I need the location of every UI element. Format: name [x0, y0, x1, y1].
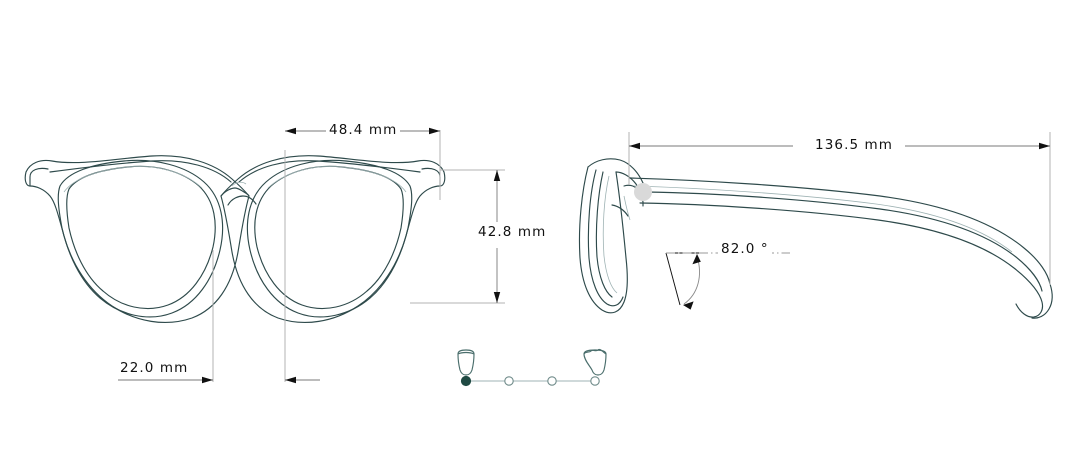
arrow-lens-height-top — [493, 170, 501, 181]
front-bridge-inner — [227, 195, 257, 206]
bridge-wide-icon — [583, 349, 607, 376]
front-endpiece-right — [421, 167, 441, 187]
angle-arc — [683, 255, 700, 305]
bridge-narrow-icon — [457, 349, 475, 376]
side-temple-inner-line — [645, 191, 1043, 292]
arrow-lens-width-left — [285, 127, 296, 135]
bridge-option-4-dot[interactable] — [590, 376, 600, 386]
front-bridge — [220, 187, 250, 197]
bridge-option-1-dot[interactable] — [460, 375, 472, 387]
arrow-angle-top — [692, 254, 701, 265]
side-view-highlight-lines — [602, 175, 1013, 294]
front-frame-outer-right — [220, 155, 446, 323]
bridge-selector-icons — [457, 348, 607, 376]
front-brow-line — [49, 160, 232, 183]
dim-label-temple-angle: 82.0 ° — [718, 242, 772, 257]
front-lens-rim-right — [246, 159, 413, 318]
front-lens-rim-left — [57, 159, 224, 318]
side-view-frame — [578, 158, 1053, 319]
side-top-front-edge — [587, 158, 644, 184]
side-lens-rim-outer — [578, 166, 628, 314]
side-dimension-lines — [628, 132, 1051, 285]
front-brow-line-right — [238, 160, 421, 183]
arrow-lens-height-bottom — [493, 292, 501, 303]
bridge-narrow-icon-top — [457, 351, 475, 355]
front-endpiece-left — [29, 167, 49, 187]
arrow-temple-left — [629, 142, 640, 150]
side-temple-bottom — [639, 202, 1044, 318]
dim-label-lens-width: 48.4 mm — [326, 123, 401, 138]
front-frame-outer-left — [24, 155, 250, 323]
side-hinge-dot — [634, 183, 652, 201]
dim-label-temple-length: 136.5 mm — [812, 138, 897, 153]
front-dimension-lines — [118, 127, 505, 384]
bridge-selector-dots — [460, 375, 600, 387]
angle-leg-left — [665, 252, 681, 306]
side-lens-rim-inner2 — [595, 171, 613, 298]
dim-label-lens-height: 42.8 mm — [475, 225, 550, 240]
bridge-option-2-dot[interactable] — [504, 376, 514, 386]
side-lens-rim-inner — [587, 169, 624, 307]
arrow-lens-width-right — [429, 127, 440, 135]
arrow-temple-right — [1039, 142, 1050, 150]
bridge-wide-icon-scallop — [583, 348, 607, 355]
side-temple-top — [629, 177, 1051, 285]
bridge-option-3-dot[interactable] — [547, 376, 557, 386]
front-view-frame — [24, 155, 446, 323]
arrow-bridge-right — [285, 376, 296, 384]
side-temple-tip — [1031, 283, 1053, 319]
angle-dimension — [665, 252, 790, 310]
dim-label-bridge-width: 22.0 mm — [117, 361, 192, 376]
arrow-bridge-left — [202, 376, 213, 384]
arrow-angle-bottom — [683, 301, 694, 310]
side-endpiece-curve — [611, 204, 629, 217]
front-view-highlight-lines — [63, 166, 407, 193]
